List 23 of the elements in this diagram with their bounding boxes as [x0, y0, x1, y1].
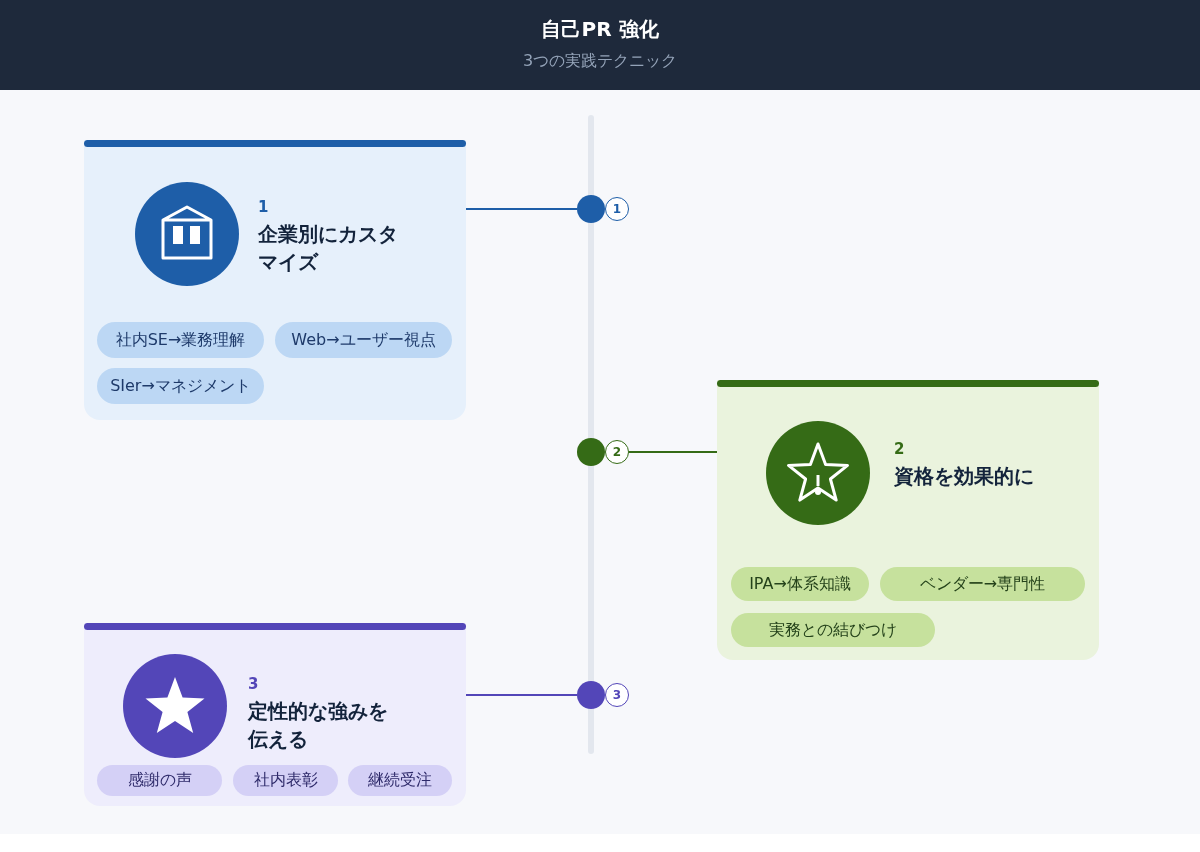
connector	[465, 694, 578, 696]
tag: SIer→マネジメント	[97, 368, 264, 404]
tag: 実務との結びつけ	[731, 613, 935, 647]
title: 自己PR 強化	[540, 16, 660, 43]
tag: 社内表彰	[233, 765, 338, 796]
card-heading: 企業別にカスタマイズ	[258, 221, 399, 276]
tag: 継続受注	[348, 765, 452, 796]
card	[84, 623, 466, 806]
connector	[465, 208, 578, 210]
card-heading: 資格を効果的に	[894, 463, 1035, 490]
card	[84, 140, 466, 420]
subtitle: 3つの実践テクニック	[521, 51, 679, 72]
step-number: 3	[248, 675, 260, 693]
step-number: 1	[258, 198, 270, 216]
connector	[628, 451, 718, 453]
tag: IPA→体系知識	[731, 567, 869, 601]
card-heading: 定性的な強みを伝える	[248, 698, 389, 753]
tag: Web→ユーザー視点	[275, 322, 452, 358]
card	[717, 380, 1099, 660]
step-number: 2	[894, 440, 906, 458]
tag: ベンダー→専門性	[880, 567, 1085, 601]
tag: 感謝の声	[97, 765, 222, 796]
tag: 社内SE→業務理解	[97, 322, 264, 358]
